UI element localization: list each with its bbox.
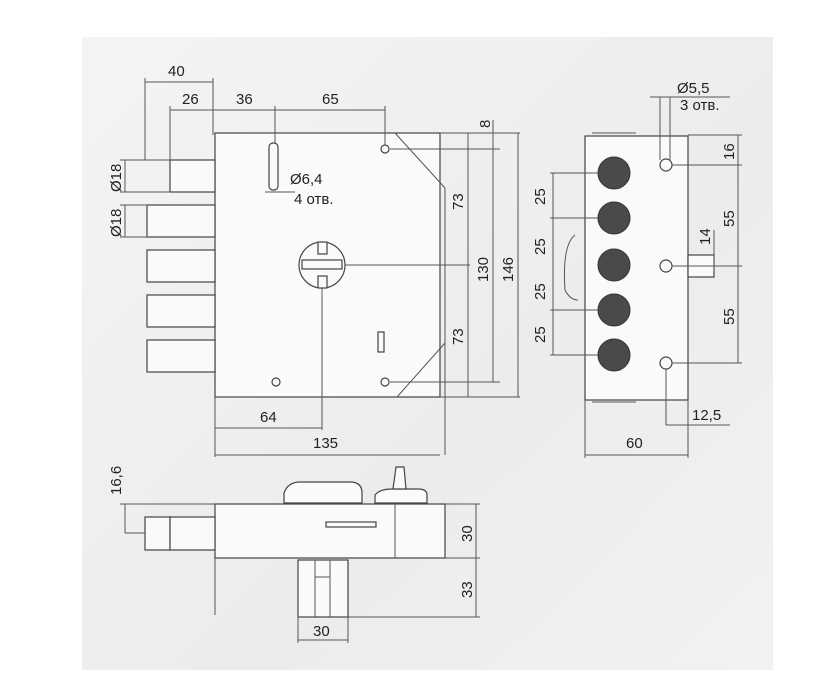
bolt <box>146 339 216 373</box>
mounting-hole <box>380 377 390 387</box>
dim-bolt-length: 40 <box>168 63 185 80</box>
dim-width: 60 <box>626 435 643 452</box>
front-view: 40 26 36 65 Ø18 Ø18 Ø6,4 4 отв. 8 73 73 … <box>108 63 520 457</box>
dim-bolt-offset: 16,6 <box>108 466 125 495</box>
bolt-spacing: 25 <box>532 238 549 255</box>
faceplate-hole <box>659 158 673 172</box>
dim-tail-width: 30 <box>313 623 330 640</box>
dim-latch: 14 <box>697 228 714 245</box>
dim-upper-bevel: 73 <box>450 193 467 210</box>
dim-hole-offset: 12,5 <box>692 407 721 424</box>
bolt <box>169 159 216 193</box>
hole-count-label: 4 отв. <box>294 191 334 208</box>
bottom-view: 16,6 30 33 30 <box>108 466 480 643</box>
bolt-end <box>597 156 631 190</box>
mounting-hole <box>380 144 390 154</box>
keyway <box>301 259 343 270</box>
bolt-end <box>597 338 631 372</box>
dim-total-height: 146 <box>500 257 517 282</box>
bolt <box>146 204 216 238</box>
dim-lower-bevel: 73 <box>450 328 467 345</box>
faceplate-hole <box>659 356 673 370</box>
dim-bolt-diameter: Ø18 <box>108 164 125 192</box>
dim-tail-length: 33 <box>459 581 476 598</box>
cylinder-screw <box>317 241 328 255</box>
mounting-slot <box>268 142 279 191</box>
tailpiece <box>297 559 349 618</box>
bolt-head <box>144 516 171 551</box>
lock-body <box>214 503 446 559</box>
side-view: 25 25 25 25 Ø5,5 3 отв. 16 55 14 55 12,5… <box>532 80 742 458</box>
cylinder-collar <box>283 481 363 504</box>
bolt-spacing: 25 <box>532 283 549 300</box>
faceplate-hole <box>659 259 673 273</box>
dim-width: 135 <box>313 435 338 452</box>
dim-body-depth: 30 <box>459 525 476 542</box>
dim-bolt-offset: 26 <box>182 91 199 108</box>
dim-upper-spacing: 55 <box>721 210 738 227</box>
bolt-spacing: 25 <box>532 326 549 343</box>
dim-lower-spacing: 55 <box>721 308 738 325</box>
dim-hole-offset: 36 <box>236 91 253 108</box>
hole-count-label: 3 отв. <box>680 97 720 114</box>
dim-backset: 64 <box>260 409 277 426</box>
bolt-spacing: 25 <box>532 188 549 205</box>
mounting-hole <box>271 377 281 387</box>
handle-collar <box>374 488 428 504</box>
bolt <box>146 294 216 328</box>
dim-bolt-diameter: Ø18 <box>108 209 125 237</box>
thumb-turn <box>392 466 407 490</box>
dim-hole-spacing: 65 <box>322 91 339 108</box>
bolt-end <box>597 293 631 327</box>
bolt <box>169 516 216 551</box>
bolt <box>146 249 216 283</box>
bolt-end <box>597 201 631 235</box>
dim-hole-height: 130 <box>475 257 492 282</box>
hole-diameter-label: Ø5,5 <box>677 80 710 97</box>
dim-top: 16 <box>721 143 738 160</box>
bolt-end <box>597 248 631 282</box>
dim-top-margin: 8 <box>477 120 494 128</box>
slot <box>325 521 377 528</box>
hole-diameter-label: Ø6,4 <box>290 171 323 188</box>
cylinder-screw <box>317 275 328 289</box>
latch-slot <box>377 331 385 353</box>
